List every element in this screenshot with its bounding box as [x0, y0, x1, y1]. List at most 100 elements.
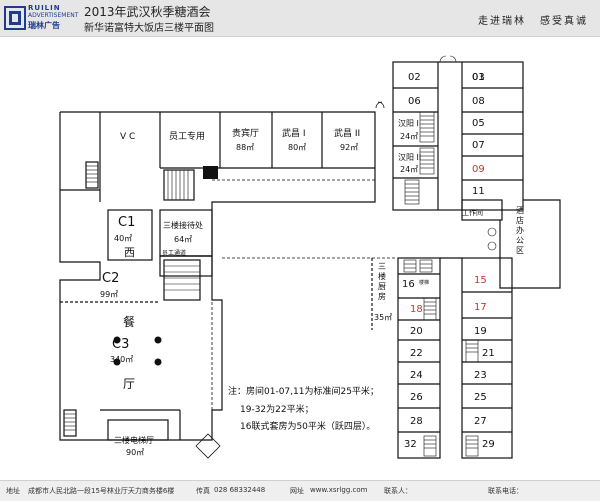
column-icon: [154, 358, 162, 366]
stair-icon: [63, 409, 77, 437]
room-25-label: 25: [474, 392, 487, 403]
room-reception-label: 三楼接待处: [163, 220, 203, 230]
room-06-label: 06: [408, 96, 421, 107]
room-32-label: 32: [404, 439, 417, 450]
room-22-label: 22: [410, 348, 423, 359]
room-28-label: 28: [410, 416, 423, 427]
slogan-right: 感受真诚: [540, 16, 588, 27]
room-elevator-hall-area: 90㎡: [126, 448, 144, 457]
slogan-left: 走进瑞林: [478, 16, 526, 27]
header-bar: RUILIN ADVERTISEMENT 瑞林广告 2013年武汉秋季糖酒会 新…: [0, 0, 600, 37]
stair-icon: [85, 161, 99, 189]
column-block: [159, 255, 213, 277]
room-08-label: 08: [472, 96, 485, 107]
elevator-block: [203, 166, 218, 179]
footer-bar: 地址 成都市人民北路一段15号林业厅天力商务楼6楼 传真 028 6833244…: [0, 480, 600, 501]
staff-passage-label: 员工通道: [162, 249, 186, 257]
room-hanyang2-label: 汉阳 II: [398, 153, 421, 162]
room-15-label: 15: [474, 275, 487, 286]
room-17-label: 17: [474, 302, 487, 313]
room-hanyang1-area: 24㎡: [400, 132, 418, 141]
room-19-label: 19: [474, 326, 487, 337]
door-arc-icon: [375, 101, 383, 109]
page-subtitle: 新华诺富特大饭店三楼平面图: [84, 23, 214, 34]
footer-fax-label: 传真: [196, 487, 210, 495]
lower-left-stack-outline: [397, 257, 441, 459]
column-icon: [154, 336, 162, 344]
room-staff-label: 员工专用: [169, 130, 205, 142]
room-restaurant-char1: 餐: [123, 314, 135, 329]
room-wuchang1-label: 武昌 I: [282, 127, 306, 139]
note-line-1: 注：房间01-07,11为标准间25平米；: [228, 387, 379, 397]
upper-tower-outline: [392, 61, 524, 211]
footer-site-label: 网址: [290, 487, 304, 495]
room-wuchang2-area: 92㎡: [340, 143, 358, 152]
lower-stair-label: 楼梯: [419, 279, 429, 286]
room-18-label: 18: [410, 304, 423, 315]
left-wing-outline: [59, 111, 376, 441]
room-hanyang2-area: 24㎡: [400, 165, 418, 174]
room-west-label: 西: [124, 246, 135, 259]
room-27-label: 27: [474, 416, 487, 427]
room-c3-area: 340㎡: [110, 355, 133, 364]
workroom-label: 工作间: [462, 208, 483, 217]
room-c2-label: C2: [102, 271, 119, 286]
door-arc-icon: [377, 101, 385, 109]
stair-icon: [163, 169, 195, 201]
room-wuchang2-label: 武昌 II: [334, 127, 360, 139]
hotel-office-label: 酒店办公区: [516, 206, 524, 255]
room-24-label: 24: [410, 370, 423, 381]
room-hanyang1-label: 汉阳 I: [398, 119, 419, 128]
note-line-3: 16联式套房为50平米（跃四层）。: [240, 422, 376, 432]
room-29-label: 29: [482, 439, 495, 450]
kitchen-label: 三楼厨房: [378, 262, 386, 301]
room-vc-label: V C: [120, 132, 135, 142]
page-title: 2013年武汉秋季糖酒会: [84, 5, 211, 19]
workroom-outline: [461, 199, 503, 221]
footer-address-label: 地址: [6, 487, 20, 495]
room-07-label: 07: [472, 140, 485, 151]
ruilin-logo-icon: [4, 6, 26, 30]
room-guest-hall-area: 88㎡: [236, 143, 254, 152]
room-c1-outline: [107, 209, 153, 261]
room-02-label: 02: [408, 72, 421, 83]
logo-line3: 瑞林广告: [28, 21, 60, 30]
footer-address: 成都市人民北路一段15号林业厅天力商务楼6楼: [28, 487, 175, 495]
room-c1-area: 40㎡: [114, 234, 132, 243]
room-reception-area: 64㎡: [174, 235, 192, 244]
room-26-label: 26: [410, 392, 423, 403]
footer-fax: 028 68332448: [214, 486, 266, 494]
lower-right-stack-outline: [461, 257, 513, 459]
room-01-label: 01: [472, 72, 485, 83]
room-05-label: 05: [472, 118, 485, 129]
logo-text: RUILIN ADVERTISEMENT 瑞林广告: [28, 4, 78, 30]
column-icon: [113, 358, 121, 366]
room-16-label: 16: [402, 279, 415, 290]
room-guest-hall-label: 贵宾厅: [232, 127, 259, 139]
footer-phone-label: 联系电话：: [488, 487, 523, 495]
room-21-label: 21: [482, 348, 495, 359]
room-elevator-hall-outline: [107, 419, 169, 441]
room-restaurant-char2: 厅: [123, 377, 135, 391]
room-23-label: 23: [474, 370, 487, 381]
room-elevator-hall-label: 三楼电梯厅: [114, 435, 154, 445]
logo-line2: ADVERTISEMENT: [28, 12, 79, 19]
stair-icon: [163, 259, 201, 301]
footer-site: www.xsrlgg.com: [310, 486, 368, 494]
room-03-label: 03: [472, 72, 485, 83]
kitchen-area: 35㎡: [374, 313, 392, 322]
room-c3-label: C3: [112, 337, 129, 352]
room-c2-area: 99㎡: [100, 290, 118, 299]
column-icon: [113, 336, 121, 344]
room-20-label: 20: [410, 326, 423, 337]
door-arc-icon: [195, 433, 221, 459]
room-09-display: 09: [472, 164, 485, 175]
hotel-office-outline: [499, 199, 561, 289]
room-11-label: 11: [472, 186, 485, 197]
note-line-2: 19-32为22平米；: [240, 405, 314, 415]
room-c1-label: C1: [118, 215, 135, 230]
logo-line1: RUILIN: [28, 4, 61, 12]
footer-contact-label: 联系人：: [384, 487, 412, 495]
